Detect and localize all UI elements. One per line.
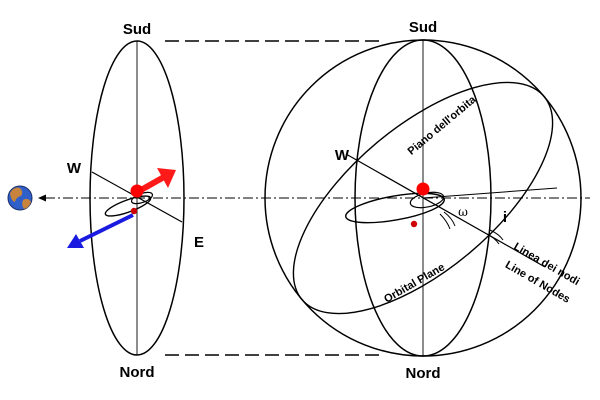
right-primary-body xyxy=(416,182,430,196)
earth-icon xyxy=(7,185,33,211)
line-of-sight-arrowhead xyxy=(38,194,46,202)
left-companion-body xyxy=(130,207,138,215)
left-view: Sud Nord W E xyxy=(67,21,204,381)
right-companion-body xyxy=(410,220,418,228)
right-orbit-ellipse xyxy=(345,192,445,224)
red-velocity-arrow xyxy=(139,168,176,193)
left-nord-label: Nord xyxy=(120,364,155,381)
right-sud-label: Sud xyxy=(409,19,437,36)
orbit-plane-label-it: Piano dell'orbita xyxy=(406,93,480,157)
right-nord-label: Nord xyxy=(406,365,441,382)
periastron-line xyxy=(422,187,558,199)
left-east-label: E xyxy=(194,234,204,251)
left-west-label: W xyxy=(67,160,82,177)
left-primary-body xyxy=(130,184,144,198)
orbit-plane-label-en: Orbital Plane xyxy=(382,261,447,305)
omega-angle-arc xyxy=(443,211,456,227)
inclination-symbol: i xyxy=(503,209,507,226)
left-sud-label: Sud xyxy=(123,21,151,38)
omega-angle-arc-2 xyxy=(439,213,451,230)
right-west-label: W xyxy=(335,147,350,164)
blue-velocity-arrow xyxy=(67,213,134,248)
inclination-arc xyxy=(489,229,504,241)
orbital-plane-circle xyxy=(292,81,554,315)
right-view: Sud Nord W Piano dell'orbita Orbital Pla… xyxy=(264,19,582,382)
inclination-arc-2 xyxy=(486,233,500,245)
argument-symbol: ω xyxy=(458,205,468,219)
line-of-nodes xyxy=(345,153,546,268)
